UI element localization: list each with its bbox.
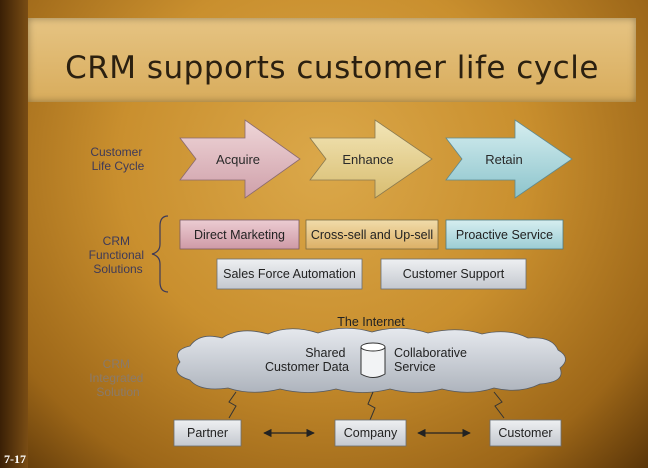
box-cross-sell-up-sell: Cross-sell and Up-sell xyxy=(305,219,439,250)
box-direct-marketing: Direct Marketing xyxy=(179,219,300,250)
slide-number: 7-17 xyxy=(4,452,26,466)
box-proactive-service: Proactive Service xyxy=(445,219,564,250)
svg-text:Company: Company xyxy=(344,426,398,440)
title-band: CRM supports customer life cycle xyxy=(28,18,636,102)
box-partner: Partner xyxy=(173,419,242,447)
svg-text:Retain: Retain xyxy=(485,152,523,167)
arrow-enhance: Enhance xyxy=(309,119,433,199)
functional-brace xyxy=(151,215,169,293)
shared-customer-data-label: Shared Customer Data xyxy=(265,346,349,374)
connector-customer xyxy=(493,391,505,419)
label-customer-lifecycle: Customer Life Cycle xyxy=(90,145,145,173)
svg-text:Partner: Partner xyxy=(187,426,228,440)
svg-text:Direct Marketing: Direct Marketing xyxy=(194,228,285,242)
label-crm-functional: CRM Functional Solutions xyxy=(89,234,148,276)
arrow-retain: Retain xyxy=(445,119,573,199)
internet-label: The Internet xyxy=(337,315,405,329)
collaborative-service-label: Collaborative Service xyxy=(394,346,470,374)
box-customer-support: Customer Support xyxy=(380,258,527,290)
box-company: Company xyxy=(334,419,407,447)
connector-company xyxy=(367,391,376,421)
left-decor-strip xyxy=(0,0,28,468)
svg-text:Customer: Customer xyxy=(498,426,552,440)
connector-partner xyxy=(228,391,237,419)
arrow-acquire: Acquire xyxy=(179,119,301,199)
svg-text:Proactive Service: Proactive Service xyxy=(456,228,553,242)
svg-text:Cross-sell and Up-sell: Cross-sell and Up-sell xyxy=(311,228,433,242)
svg-text:Acquire: Acquire xyxy=(216,152,260,167)
slide-title: CRM supports customer life cycle xyxy=(65,50,599,86)
database-icon xyxy=(360,342,386,378)
svg-text:Enhance: Enhance xyxy=(342,152,393,167)
label-crm-integrated: CRM Integrated Solution xyxy=(89,357,146,399)
box-sales-force-automation: Sales Force Automation xyxy=(216,258,363,290)
box-customer: Customer xyxy=(489,419,562,447)
svg-text:Customer Support: Customer Support xyxy=(403,267,505,281)
svg-text:Sales Force Automation: Sales Force Automation xyxy=(223,267,356,281)
